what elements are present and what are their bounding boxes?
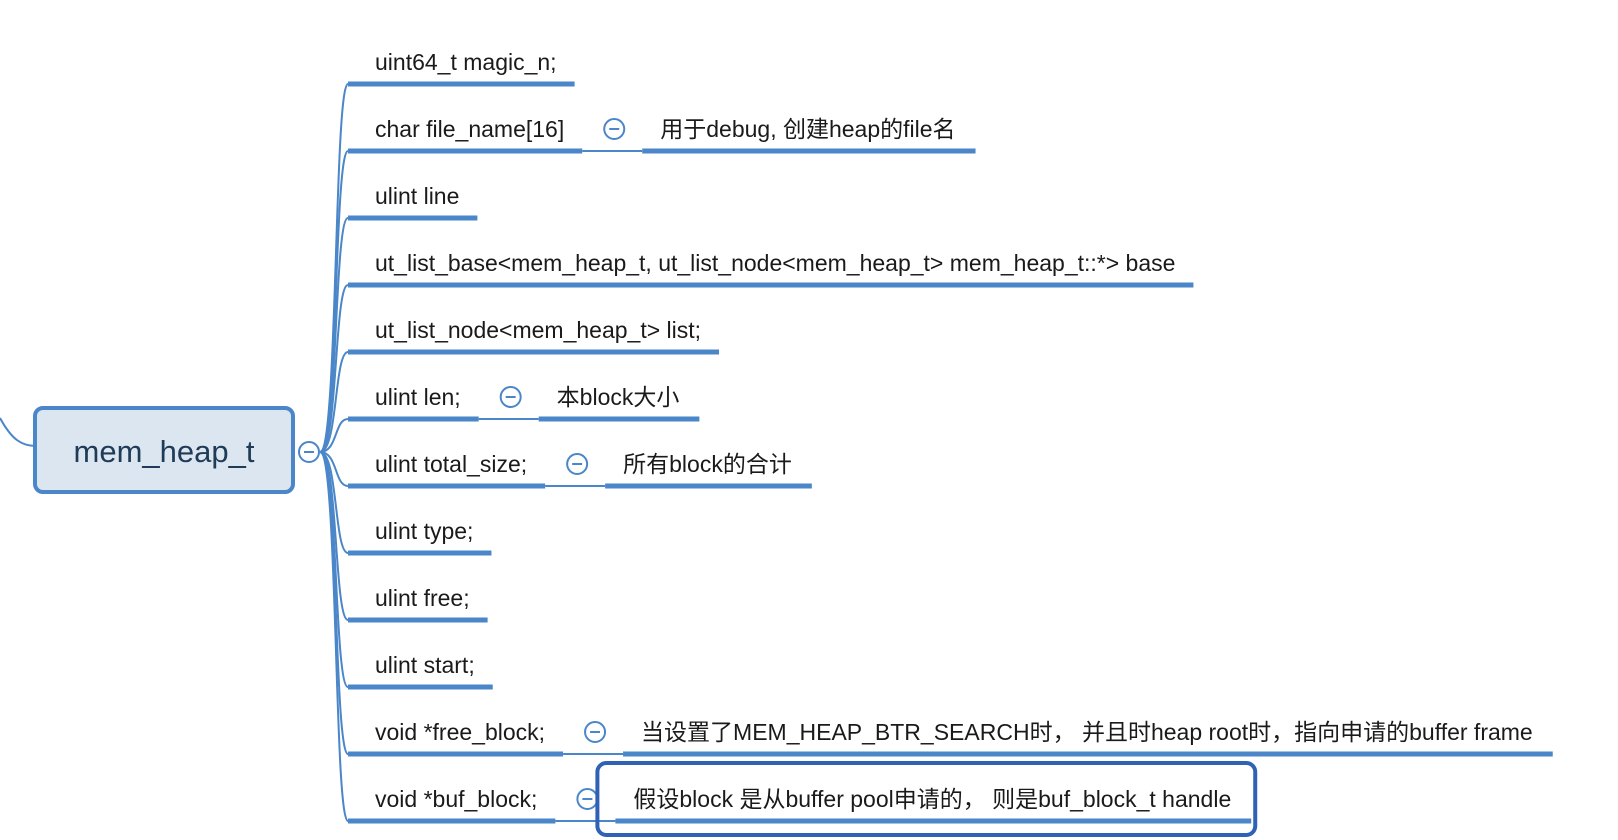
- field-node[interactable]: ut_list_node<mem_heap_t> list;: [348, 317, 720, 355]
- field-label: ulint total_size;: [375, 451, 527, 477]
- note-links: [478, 150, 643, 822]
- note-label: 本block大小: [557, 384, 680, 410]
- field-label: ut_list_node<mem_heap_t> list;: [375, 317, 701, 343]
- note-label: 当设置了MEM_HEAP_BTR_SEARCH时， 并且时heap root时，…: [641, 719, 1533, 745]
- field-collapse-toggle[interactable]: [566, 453, 589, 475]
- field-collapse-toggle[interactable]: [576, 788, 599, 810]
- branch-connector: [319, 284, 349, 453]
- field-node[interactable]: ut_list_base<mem_heap_t, ut_list_node<me…: [348, 250, 1194, 288]
- field-node[interactable]: uint64_t magic_n;: [348, 49, 575, 87]
- field-node[interactable]: ulint start;: [348, 652, 493, 690]
- field-label: char file_name[16]: [375, 116, 564, 142]
- branch-connector: [319, 217, 349, 453]
- note-node[interactable]: 本block大小: [538, 384, 700, 422]
- field-node[interactable]: char file_name[16]: [348, 116, 583, 154]
- field-node[interactable]: ulint len;: [348, 384, 479, 422]
- note-list: 用于debug, 创建heap的file名本block大小所有block的合计当…: [538, 116, 1553, 837]
- field-node[interactable]: ulint free;: [348, 585, 488, 623]
- root-collapse-toggle[interactable]: [298, 441, 320, 463]
- note-label: 用于debug, 创建heap的file名: [660, 116, 955, 142]
- field-label: ulint type;: [375, 518, 473, 544]
- parent-edge: [0, 417, 37, 447]
- field-list: uint64_t magic_n;char file_name[16]ulint…: [348, 49, 1194, 824]
- field-collapse-toggle[interactable]: [499, 386, 522, 408]
- root-node[interactable]: mem_heap_t: [33, 406, 295, 494]
- field-node[interactable]: void *free_block;: [348, 719, 564, 757]
- root-node-box: [33, 406, 295, 494]
- root-node-label: mem_heap_t: [74, 434, 255, 469]
- note-node[interactable]: 当设置了MEM_HEAP_BTR_SEARCH时， 并且时heap root时，…: [623, 719, 1553, 757]
- branch-connector: [319, 451, 349, 822]
- field-label: ulint line: [375, 183, 459, 209]
- field-node[interactable]: void *buf_block;: [348, 786, 556, 824]
- note-label: 假设block 是从buffer pool申请的， 则是buf_block_t …: [633, 786, 1231, 812]
- note-label: 所有block的合计: [623, 451, 792, 477]
- branch-connector: [319, 351, 349, 453]
- field-label: ut_list_base<mem_heap_t, ut_list_node<me…: [375, 250, 1175, 276]
- field-label: ulint start;: [375, 652, 475, 678]
- note-node[interactable]: 用于debug, 创建heap的file名: [642, 116, 976, 154]
- field-collapse-toggle[interactable]: [584, 721, 607, 743]
- branch-connectors: [319, 83, 349, 822]
- field-label: uint64_t magic_n;: [375, 49, 557, 75]
- field-collapse-toggle[interactable]: [603, 118, 626, 140]
- selection-highlight: [595, 761, 1258, 837]
- field-label: ulint len;: [375, 384, 461, 410]
- field-label: void *free_block;: [375, 719, 545, 745]
- field-node[interactable]: ulint total_size;: [348, 451, 546, 489]
- note-node[interactable]: 所有block的合计: [605, 451, 812, 489]
- field-label: ulint free;: [375, 585, 470, 611]
- field-node[interactable]: ulint type;: [348, 518, 492, 556]
- branch-connector: [319, 418, 349, 453]
- note-node[interactable]: 假设block 是从buffer pool申请的， 则是buf_block_t …: [595, 761, 1258, 837]
- field-label: void *buf_block;: [375, 786, 537, 812]
- field-node[interactable]: ulint line: [348, 183, 478, 221]
